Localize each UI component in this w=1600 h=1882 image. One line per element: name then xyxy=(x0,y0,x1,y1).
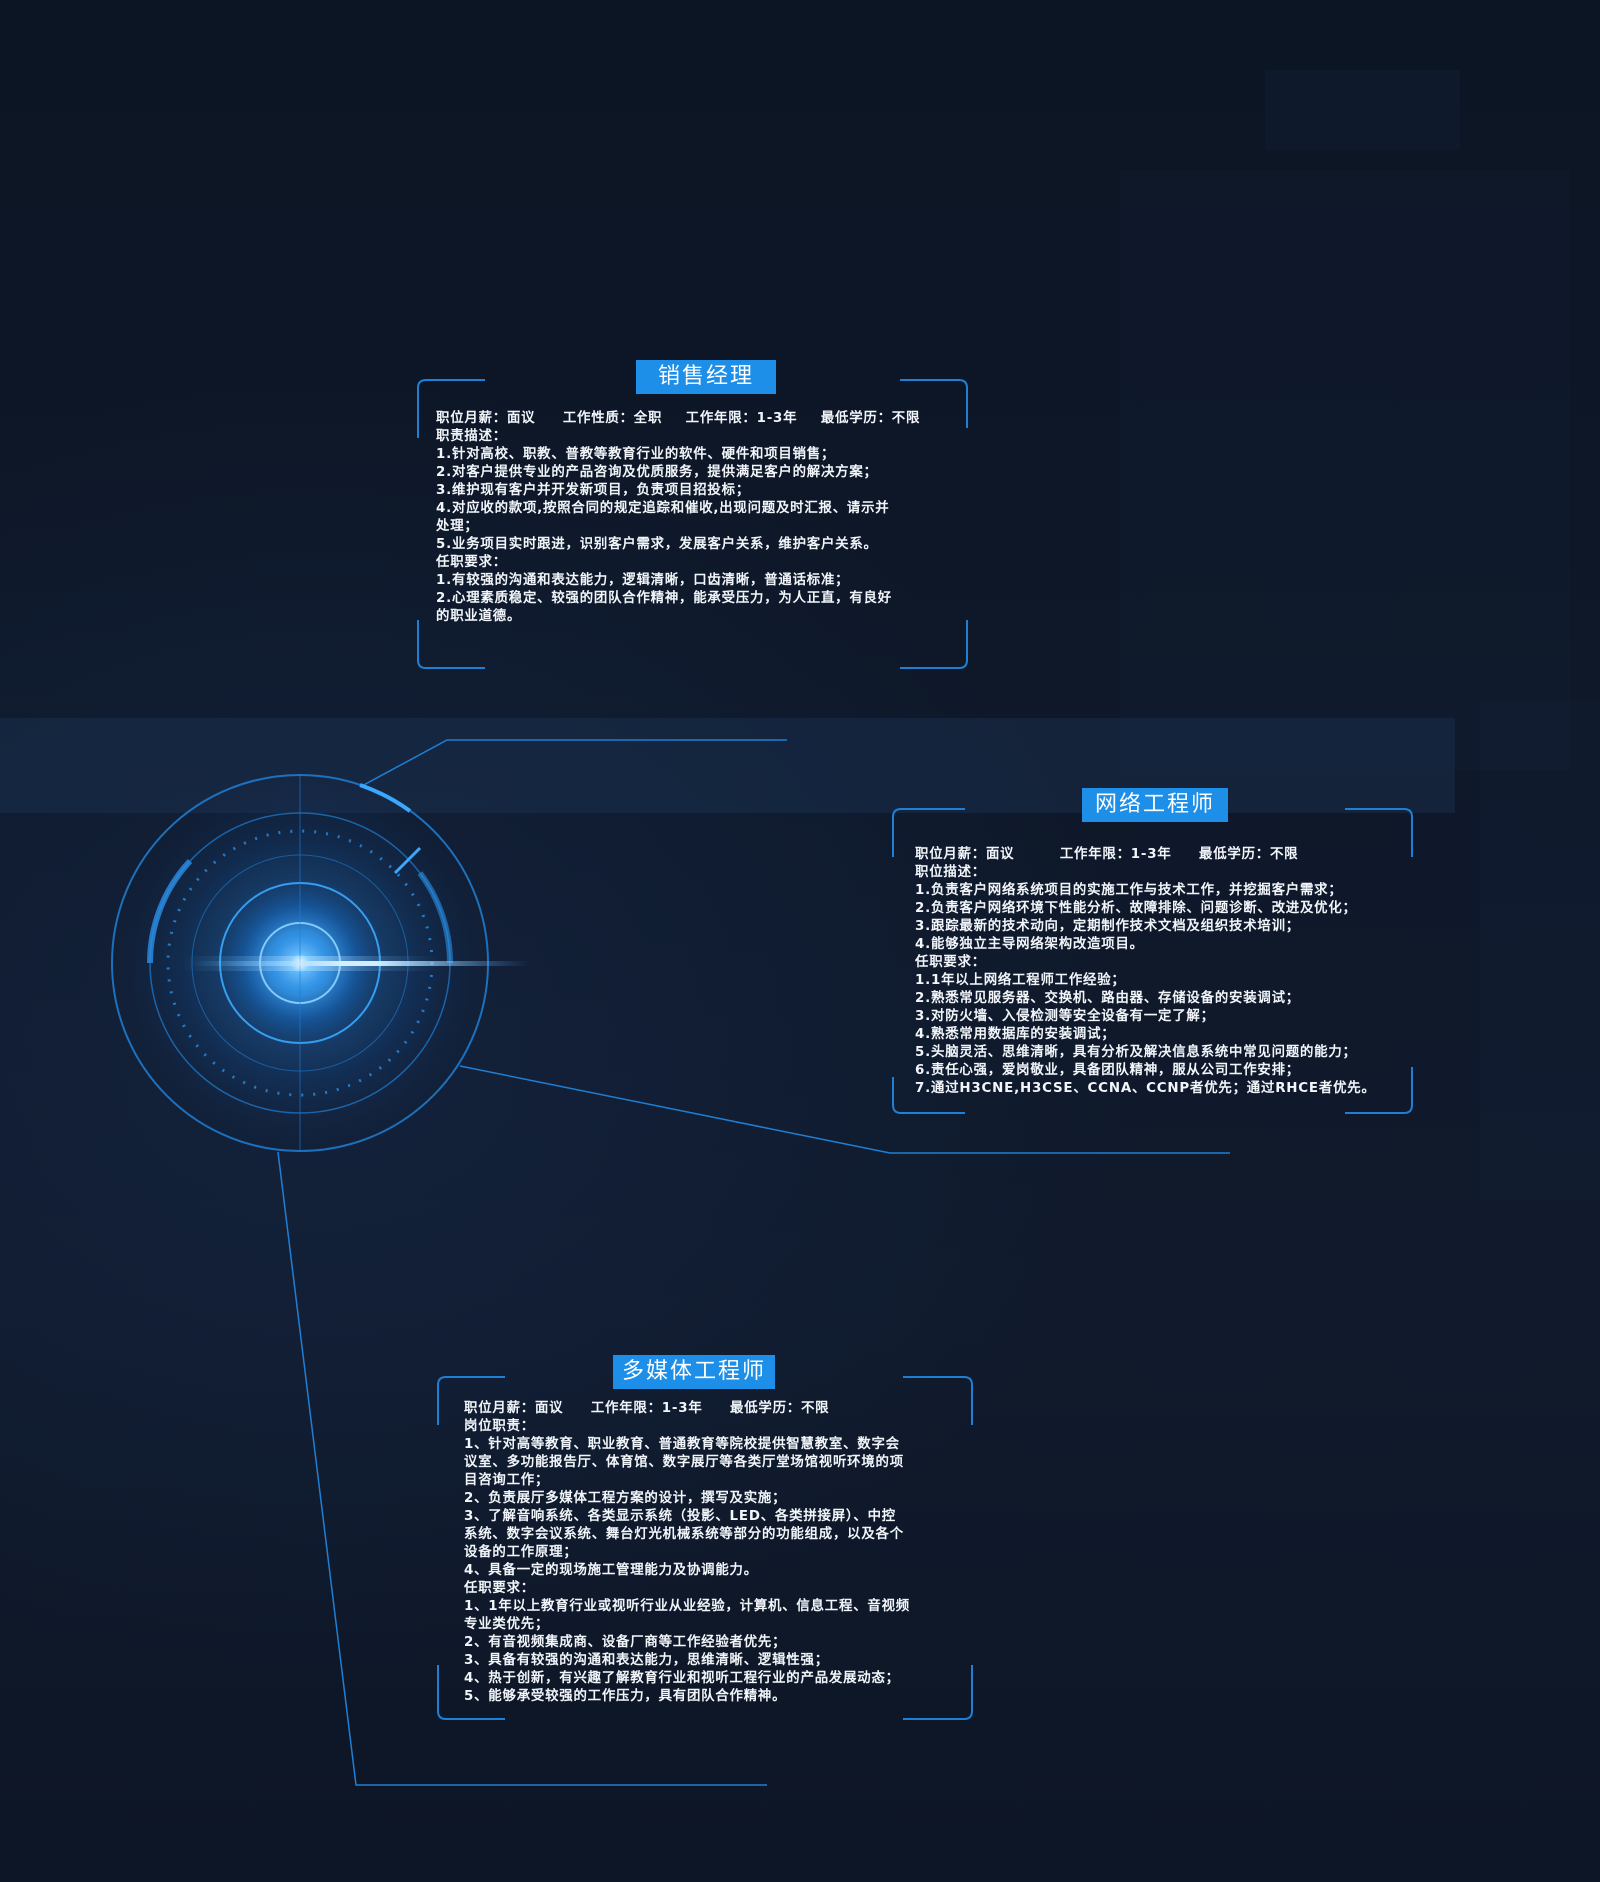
job-card-multimedia-engineer: 多媒体工程师 职位月薪：面议 工作年限：1-3年 最低学历：不限 岗位职责： 1… xyxy=(430,1355,980,1725)
job-line: 任职要求： xyxy=(464,1581,535,1596)
job-description: 职位月薪：面议 工作年限：1-3年 最低学历：不限 岗位职责： 1、针对高等教育… xyxy=(464,1400,910,1706)
meta-salary: 职位月薪：面议 xyxy=(464,1401,564,1416)
card-frame xyxy=(417,379,968,669)
job-line: 处理； xyxy=(436,519,479,534)
job-line: 5、能够承受较强的工作压力，具有团队合作精神。 xyxy=(464,1689,787,1704)
job-line: 7.通过H3CNE,H3CSE、CCNA、CCNP者优先；通过RHCE者优先。 xyxy=(915,1081,1376,1096)
meta-salary: 职位月薪：面议 xyxy=(436,411,536,426)
job-line: 3、了解音响系统、各类显示系统（投影、LED、各类拼接屏）、中控 xyxy=(464,1509,896,1524)
job-card-network-engineer: 网络工程师 职位月薪：面议 工作年限：1-3年 最低学历：不限 职位描述： 1.… xyxy=(885,787,1420,1121)
job-line: 3.维护现有客户并开发新项目，负责项目招投标； xyxy=(436,483,751,498)
card-frame xyxy=(892,808,1413,1114)
job-description: 职位月薪：面议 工作年限：1-3年 最低学历：不限 职位描述： 1.负责客户网络… xyxy=(915,846,1376,1098)
card-frame xyxy=(437,1376,973,1720)
background-panel xyxy=(1480,700,1600,1200)
job-meta: 职位月薪：面议 工作年限：1-3年 最低学历：不限 xyxy=(464,1400,910,1418)
job-line: 的职业道德。 xyxy=(436,609,522,624)
job-line: 系统、数字会议系统、舞台灯光机械系统等部分的功能组成，以及各个 xyxy=(464,1527,904,1542)
job-line: 议室、多功能报告厅、体育馆、数字展厅等各类厅堂场馆视听环境的项 xyxy=(464,1455,904,1470)
job-line: 目咨询工作； xyxy=(464,1473,550,1488)
meta-experience: 工作年限：1-3年 xyxy=(685,411,798,426)
job-meta: 职位月薪：面议 工作年限：1-3年 最低学历：不限 xyxy=(915,846,1376,864)
job-line: 1、1年以上教育行业或视听行业从业经验，计算机、信息工程、音视频 xyxy=(464,1599,910,1614)
meta-type: 工作性质：全职 xyxy=(562,411,663,426)
job-line: 3、具备有较强的沟通和表达能力，思维清晰、逻辑性强； xyxy=(464,1653,829,1668)
job-line: 5.业务项目实时跟进，识别客户需求，发展客户关系，维护客户关系。 xyxy=(436,537,878,552)
job-line: 2.对客户提供专业的产品咨询及优质服务，提供满足客户的解决方案； xyxy=(436,465,878,480)
job-line: 3.对防火墙、入侵检测等安全设备有一定了解； xyxy=(915,1009,1215,1024)
job-meta: 职位月薪：面议 工作性质：全职 工作年限：1-3年 最低学历：不限 xyxy=(436,410,920,428)
job-line: 2.心理素质稳定、较强的团队合作精神，能承受压力，为人正直，有良好 xyxy=(436,591,892,606)
job-line: 2.负责客户网络环境下性能分析、故障排除、问题诊断、改进及优化； xyxy=(915,901,1357,916)
job-card-sales-manager: 销售经理 职位月薪：面议 工作性质：全职 工作年限：1-3年 最低学历：不限 职… xyxy=(410,358,975,674)
job-line: 4.能够独立主导网络架构改造项目。 xyxy=(915,937,1144,952)
job-line: 5.头脑灵活、思维清晰，具有分析及解决信息系统中常见问题的能力； xyxy=(915,1045,1357,1060)
meta-experience: 工作年限：1-3年 xyxy=(1059,847,1172,862)
meta-salary: 职位月薪：面议 xyxy=(915,847,1015,862)
job-line: 岗位职责： xyxy=(464,1419,535,1434)
job-line: 1.有较强的沟通和表达能力，逻辑清晰，口齿清晰，普通话标准； xyxy=(436,573,850,588)
job-line: 任职要求： xyxy=(915,955,986,970)
job-line: 1、针对高等教育、职业教育、普通教育等院校提供智慧教室、数字会 xyxy=(464,1437,900,1452)
job-line: 职责描述： xyxy=(436,429,507,444)
meta-education: 最低学历：不限 xyxy=(1199,847,1299,862)
job-title: 销售经理 xyxy=(636,360,776,394)
meta-experience: 工作年限：1-3年 xyxy=(590,1401,703,1416)
job-line: 4、热于创新，有兴趣了解教育行业和视听工程行业的产品发展动态； xyxy=(464,1671,900,1686)
job-line: 3.跟踪最新的技术动向，定期制作技术文档及组织技术培训； xyxy=(915,919,1300,934)
job-line: 职位描述： xyxy=(915,865,986,880)
job-line: 2、负责展厅多媒体工程方案的设计，撰写及实施； xyxy=(464,1491,787,1506)
job-description: 职位月薪：面议 工作性质：全职 工作年限：1-3年 最低学历：不限 职责描述： … xyxy=(436,410,920,626)
background-panel xyxy=(1120,170,1570,770)
job-title: 多媒体工程师 xyxy=(613,1355,775,1389)
background-panel xyxy=(1265,70,1460,150)
job-line: 设备的工作原理； xyxy=(464,1545,578,1560)
job-line: 专业类优先； xyxy=(464,1617,550,1632)
job-line: 4.熟悉常用数据库的安装调试； xyxy=(915,1027,1116,1042)
job-line: 4、具备一定的现场施工管理能力及协调能力。 xyxy=(464,1563,758,1578)
job-line: 2、有音视频集成商、设备厂商等工作经验者优先； xyxy=(464,1635,787,1650)
job-line: 2.熟悉常见服务器、交换机、路由器、存储设备的安装调试； xyxy=(915,991,1300,1006)
job-line: 1.针对高校、职教、普教等教育行业的软件、硬件和项目销售； xyxy=(436,447,836,462)
job-title: 网络工程师 xyxy=(1082,788,1228,822)
job-line: 1.负责客户网络系统项目的实施工作与技术工作，并挖掘客户需求； xyxy=(915,883,1343,898)
job-line: 1.1年以上网络工程师工作经验； xyxy=(915,973,1126,988)
job-line: 任职要求： xyxy=(436,555,507,570)
meta-education: 最低学历：不限 xyxy=(730,1401,830,1416)
job-line: 6.责任心强，爱岗敬业，具备团队精神，服从公司工作安排； xyxy=(915,1063,1300,1078)
meta-education: 最低学历：不限 xyxy=(820,411,921,426)
job-line: 4.对应收的款项,按照合同的规定追踪和催收,出现问题及时汇报、请示并 xyxy=(436,501,890,516)
